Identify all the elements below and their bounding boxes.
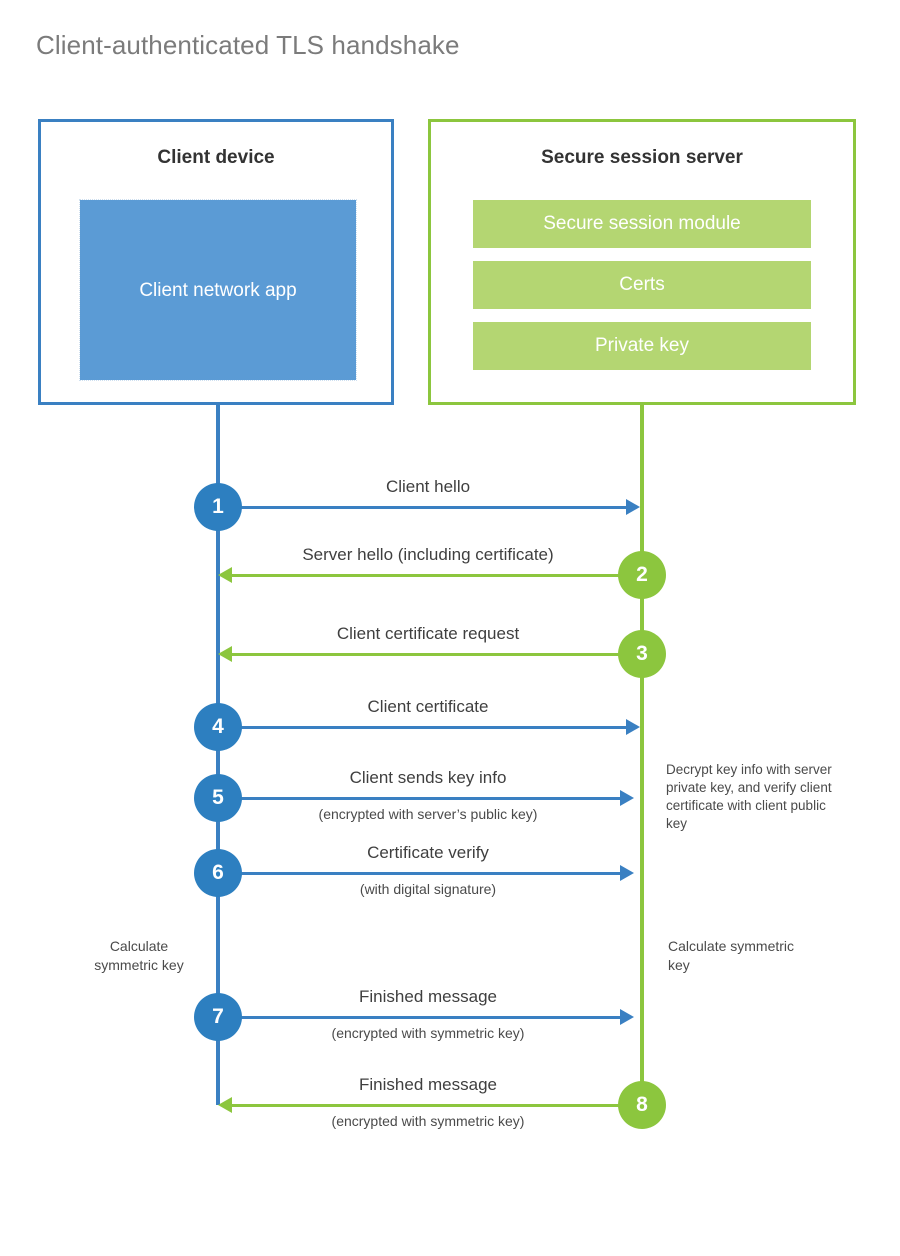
step-8-arrowhead-left-icon [218,1097,232,1113]
step-7-sublabel: (encrypted with symmetric key) [331,1025,525,1041]
page-title: Client-authenticated TLS handshake [36,30,460,60]
client-calculate-symmetric-key-note: Calculate symmetric key [94,938,184,973]
server-component-secure-session-module: Secure session module [473,200,811,248]
step-8-arrow-shaft [232,1104,640,1107]
client-lifeline [216,405,220,1105]
server-calculate-symmetric-key-note: Calculate symmetric key [668,938,795,973]
step-3-arrowhead-left-icon [218,646,232,662]
step-5-arrowhead-right-icon [620,790,634,806]
step-2-label: Server hello (including certificate) [302,545,554,564]
step-4-arrow-shaft [218,726,626,729]
step-7-arrow-shaft [218,1016,620,1019]
step-3-label: Client certificate request [336,624,520,643]
step-6-arrow-shaft [218,872,620,875]
step-6-arrowhead-right-icon [620,865,634,881]
step-6-sublabel: (with digital signature) [359,881,497,897]
client-device-title: Client device [157,147,275,168]
step-8-node[interactable]: 8 [618,1081,666,1129]
step-8-sublabel: (encrypted with symmetric key) [331,1113,525,1129]
secure-session-server-title: Secure session server [541,147,743,168]
step-3-arrow-shaft [232,653,640,656]
step-6-label: Certificate verify [367,843,489,862]
step-4-node[interactable]: 4 [194,703,242,751]
step-2-node[interactable]: 2 [618,551,666,599]
server-components-list: Secure session module Certs Private key [473,200,811,370]
step-4-label: Client certificate [367,697,489,716]
step-4-arrowhead-right-icon [626,719,640,735]
step-8-label: Finished message [359,1075,497,1094]
step-3-node[interactable]: 3 [618,630,666,678]
server-decrypt-note: Decrypt key info with server private key… [666,762,832,831]
step-1-node[interactable]: 1 [194,483,242,531]
step-7-arrowhead-right-icon [620,1009,634,1025]
step-5-arrow-shaft [218,797,620,800]
secure-session-server-box: Secure session server Secure session mod… [428,119,856,405]
server-component-certs: Certs [473,261,811,309]
step-1-arrowhead-right-icon [626,499,640,515]
server-lifeline [640,405,644,1105]
client-network-app-block: Client network app [79,199,357,381]
step-5-sublabel: (encrypted with server’s public key) [318,806,538,822]
step-7-label: Finished message [359,987,497,1006]
server-component-private-key: Private key [473,322,811,370]
step-1-label: Client hello [385,477,471,496]
step-2-arrowhead-left-icon [218,567,232,583]
client-device-box: Client device Client network app [38,119,394,405]
step-2-arrow-shaft [232,574,640,577]
step-1-arrow-shaft [218,506,626,509]
step-6-node[interactable]: 6 [194,849,242,897]
step-5-node[interactable]: 5 [194,774,242,822]
step-5-label: Client sends key info [349,768,507,787]
step-7-node[interactable]: 7 [194,993,242,1041]
